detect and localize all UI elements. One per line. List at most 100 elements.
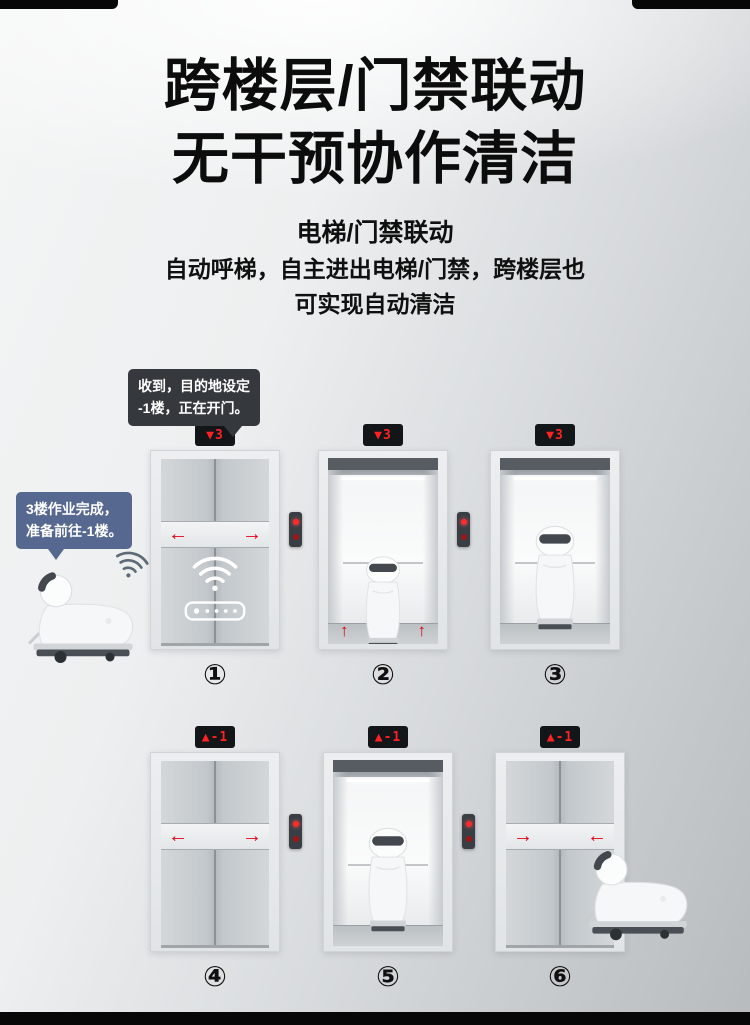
section-subtitle: 电梯/门禁联动 [296, 219, 454, 247]
elevator-light [346, 779, 430, 782]
elevator-step-3: ▼3 ③ [490, 424, 620, 692]
call-button-down [460, 534, 467, 540]
step-number-3: ③ [543, 659, 567, 690]
cleaning-robot-icon [352, 824, 424, 932]
elevator-reply-line-2: -1楼，正在开门。 [138, 399, 249, 416]
call-button-up [460, 519, 467, 525]
elevator-step-5: ▲-1 ⑤ [323, 726, 475, 994]
elevator-door-right [215, 459, 269, 643]
cleaning-robot-side-icon [582, 840, 700, 952]
elevator-call-buttons [462, 814, 475, 849]
elevator-call-buttons [289, 512, 302, 547]
elevator-frame [323, 752, 453, 952]
elevator-door-right [215, 761, 269, 945]
title-line-2: 无干预协作清洁 [172, 126, 578, 191]
door-sill [506, 945, 614, 948]
step-number-1: ① [203, 659, 227, 690]
door-opening-arrow-right-icon: → [242, 825, 262, 847]
elevator-wall-right [595, 470, 610, 624]
elevator-doors: ← → [161, 459, 269, 643]
door-sill [161, 643, 269, 646]
call-button-down [292, 836, 299, 842]
elevator-ceiling-trim [500, 470, 610, 475]
elevator-frame [490, 450, 620, 650]
elevator-interior: ↑ ↑ [328, 458, 438, 644]
elevator-wall-left [333, 772, 348, 926]
elevator-wall-right [428, 772, 443, 926]
elevator-doors: ← → [161, 761, 269, 945]
floor-display: ▼3 [363, 424, 403, 446]
elevator-step-2: ▼3 ↑ ↑ ② [318, 424, 470, 692]
step-number-2: ② [371, 659, 395, 690]
elevator-step-1: ▼3 ← → ① [150, 424, 302, 692]
door-opening-arrow-left-icon: ← [168, 523, 188, 545]
elevator-call-buttons [457, 512, 470, 547]
door-sill [161, 945, 269, 948]
elevator-door-left [506, 761, 560, 945]
cleaning-robot-icon [350, 553, 416, 644]
call-button-down [465, 836, 472, 842]
elevator-reply-line-1: 收到，目的地设定 [138, 378, 250, 394]
call-button-up [465, 821, 472, 827]
floor-display: ▼3 [535, 424, 575, 446]
elevator-step-4: ▲-1 ← → ④ [150, 726, 302, 994]
door-band [161, 823, 269, 850]
door-band [161, 521, 269, 548]
elevator-frame: ← → [150, 752, 280, 952]
floor-display: ▲-1 [368, 726, 408, 748]
top-border-right [632, 0, 750, 9]
door-band [506, 823, 614, 850]
step-number-6: ⑥ [548, 961, 572, 992]
elevator-ceiling-trim [328, 470, 438, 475]
move-in-arrow-right-icon: ↑ [417, 621, 427, 640]
access-controller-icon [184, 601, 246, 621]
elevator-interior [500, 458, 610, 644]
floor-display-value: ▲-1 [546, 729, 574, 745]
cleaning-robot-exited [582, 840, 700, 952]
door-closing-arrow-left-icon: → [513, 825, 533, 847]
elevator-light [341, 477, 425, 480]
robot-status-line-1: 3楼作业完成， [26, 501, 118, 517]
floor-display-value: ▼3 [206, 427, 224, 443]
elevator-call-buttons [289, 814, 302, 849]
elevator-interior [333, 760, 443, 946]
elevator-wall-left [328, 470, 343, 624]
call-button-up [292, 519, 299, 525]
door-opening-arrow-left-icon: ← [168, 825, 188, 847]
elevator-door-left [161, 761, 215, 945]
elevator-wall-right [423, 470, 438, 624]
elevator-ceiling-trim [333, 772, 443, 777]
cleaning-robot-icon [519, 522, 591, 630]
elevator-reply-bubble: 收到，目的地设定 -1楼，正在开门。 [128, 369, 260, 438]
section-description: 自动呼梯，自主进出电梯/门禁，跨楼层也 可实现自动清洁 [0, 252, 750, 321]
wifi-icon [189, 555, 241, 593]
floor-display: ▲-1 [540, 726, 580, 748]
move-in-arrow-left-icon: ↑ [340, 621, 349, 640]
elevator-wall-left [500, 470, 515, 624]
floor-display-value: ▲-1 [374, 729, 402, 745]
description-line-2: 可实现自动清洁 [294, 290, 456, 317]
call-button-down [292, 534, 299, 540]
floor-display-value: ▼3 [546, 427, 564, 443]
elevator-light [513, 477, 597, 480]
description-line-1: 自动呼梯，自主进出电梯/门禁，跨楼层也 [164, 256, 586, 282]
floor-display: ▲-1 [195, 726, 235, 748]
bottom-border [0, 1012, 750, 1025]
page-title: 跨楼层/门禁联动 无干预协作清洁 [0, 50, 750, 196]
step-number-5: ⑤ [376, 961, 400, 992]
robot-status-bubble: 3楼作业完成， 准备前往-1楼。 [16, 492, 133, 561]
call-button-up [292, 821, 299, 827]
elevator-frame: ↑ ↑ [318, 450, 448, 650]
top-border-left [0, 0, 118, 9]
step-number-4: ④ [203, 961, 227, 992]
elevator-frame: ← → [150, 450, 280, 650]
robot-status-line-2: 准备前往-1楼。 [26, 522, 123, 539]
elevator-ceiling [333, 760, 443, 772]
elevator-ceiling [500, 458, 610, 470]
door-closing-arrow-right-icon: ← [587, 825, 607, 847]
door-opening-arrow-right-icon: → [242, 523, 262, 545]
elevator-ceiling [328, 458, 438, 470]
title-line-1: 跨楼层/门禁联动 [163, 54, 587, 118]
floor-display-value: ▼3 [374, 427, 392, 443]
